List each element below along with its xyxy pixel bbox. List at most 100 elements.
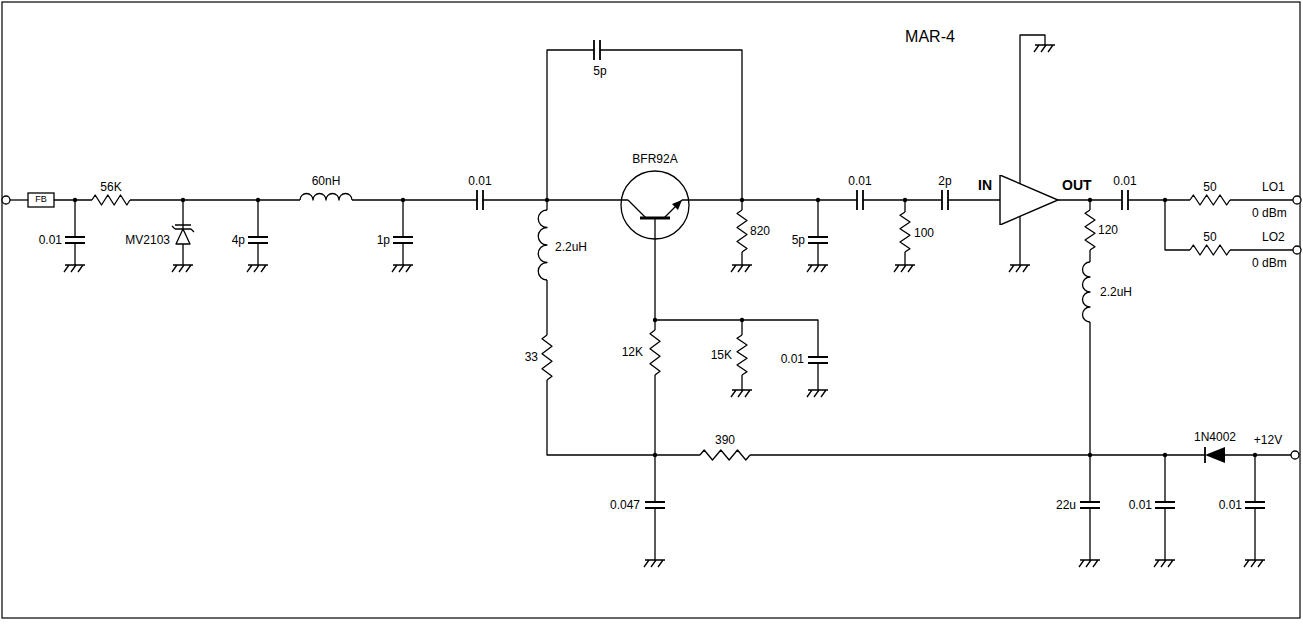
wire [402, 243, 403, 265]
ground-symbol [247, 265, 268, 272]
ground-symbol [1009, 265, 1030, 272]
ground-symbol [172, 265, 193, 272]
wire [1089, 250, 1090, 262]
wire [741, 375, 742, 390]
component-label: 0 dBm [1252, 206, 1287, 220]
component-label: 390 [715, 433, 735, 447]
component-label: 56K [100, 180, 121, 194]
transistor-symbol [628, 200, 646, 218]
part-name: MAR-4 [905, 28, 955, 46]
component-label: FB [35, 194, 47, 205]
emitter-arrow [672, 200, 682, 210]
wire [1230, 249, 1293, 250]
resistor-symbol [1190, 245, 1230, 255]
component-label: 5p [593, 64, 606, 78]
resistor-symbol [1085, 210, 1095, 250]
component-label: BFR92A [632, 152, 677, 166]
wire [130, 199, 300, 200]
wire [1089, 322, 1090, 502]
wire [1254, 455, 1255, 502]
component-label: 0.047 [610, 498, 640, 512]
wire [750, 454, 1205, 455]
wire [1019, 216, 1020, 265]
ground-symbol [807, 390, 828, 397]
junction-dot [1088, 453, 1092, 457]
ground-symbol [731, 265, 752, 272]
pin-name: IN [978, 177, 992, 193]
capacitor-symbol [808, 237, 828, 243]
ground-symbol [1154, 560, 1175, 567]
ground-symbol [64, 265, 85, 272]
capacitor-symbol [65, 237, 85, 243]
wire [546, 200, 547, 210]
wire [257, 200, 258, 237]
component-label: 2p [938, 174, 951, 188]
inductor-symbol [300, 194, 352, 201]
component-label: 1p [377, 233, 390, 247]
component-label: 12K [622, 345, 643, 359]
terminal [1291, 451, 1299, 459]
wire [741, 252, 742, 265]
wire [10, 199, 28, 200]
wire [74, 243, 75, 265]
capacitor-symbol [393, 237, 413, 243]
capacitor-symbol [808, 357, 828, 363]
wire [352, 199, 477, 200]
resistor-symbol [737, 210, 747, 252]
capacitor-symbol [857, 190, 863, 210]
resistor-symbol [92, 195, 130, 205]
ground-symbol [1034, 45, 1055, 52]
component-label: 60nH [312, 174, 341, 188]
wire [682, 199, 857, 200]
component-label: 0.01 [1219, 498, 1242, 512]
wire [1164, 508, 1165, 560]
wire [1020, 35, 1045, 184]
inductor-symbol [538, 210, 547, 280]
pin-name: OUT [1062, 177, 1092, 193]
wire [1165, 200, 1190, 250]
component-label: 100 [914, 226, 934, 240]
wire [904, 200, 905, 212]
wire [1089, 200, 1090, 210]
wire [402, 200, 403, 237]
wire [257, 243, 258, 265]
transistor-symbol [664, 200, 682, 218]
wire [817, 363, 818, 390]
wire [600, 50, 742, 200]
capacitor-symbol [477, 190, 483, 210]
component-label: 2.2uH [555, 240, 587, 254]
wire [547, 50, 594, 200]
ground-symbol [807, 265, 828, 272]
component-label: 33 [525, 350, 538, 364]
wire [654, 375, 655, 502]
amplifier-triangle [1000, 175, 1058, 225]
component-label: 820 [750, 224, 770, 238]
resistor-symbol [700, 450, 750, 460]
wire [182, 244, 183, 265]
resistor-symbol [650, 330, 660, 375]
component-label: 2.2uH [1100, 285, 1132, 299]
component-label: 15K [711, 348, 732, 362]
component-label: 120 [1098, 223, 1118, 237]
ground-symbol [894, 265, 915, 272]
capacitor-symbol [594, 40, 600, 60]
amplifier-block: IN OUT [978, 175, 1094, 225]
wire [483, 199, 628, 200]
wire [863, 199, 942, 200]
ground-symbol [731, 390, 752, 397]
capacitor-symbol [1080, 502, 1100, 508]
terminal [1293, 246, 1301, 254]
component-label: 5p [792, 233, 805, 247]
component-label: LO2 [1262, 230, 1285, 244]
capacitor-symbol [1245, 502, 1265, 508]
component-label: 0.01 [39, 233, 62, 247]
wire [817, 200, 818, 237]
component-label: 1N4002 [1194, 430, 1236, 444]
resistor-symbol [1190, 195, 1230, 205]
component-label: 0.01 [1113, 174, 1136, 188]
wire [1164, 455, 1165, 502]
resistor-symbol [737, 335, 747, 375]
ground-symbol [1244, 560, 1265, 567]
